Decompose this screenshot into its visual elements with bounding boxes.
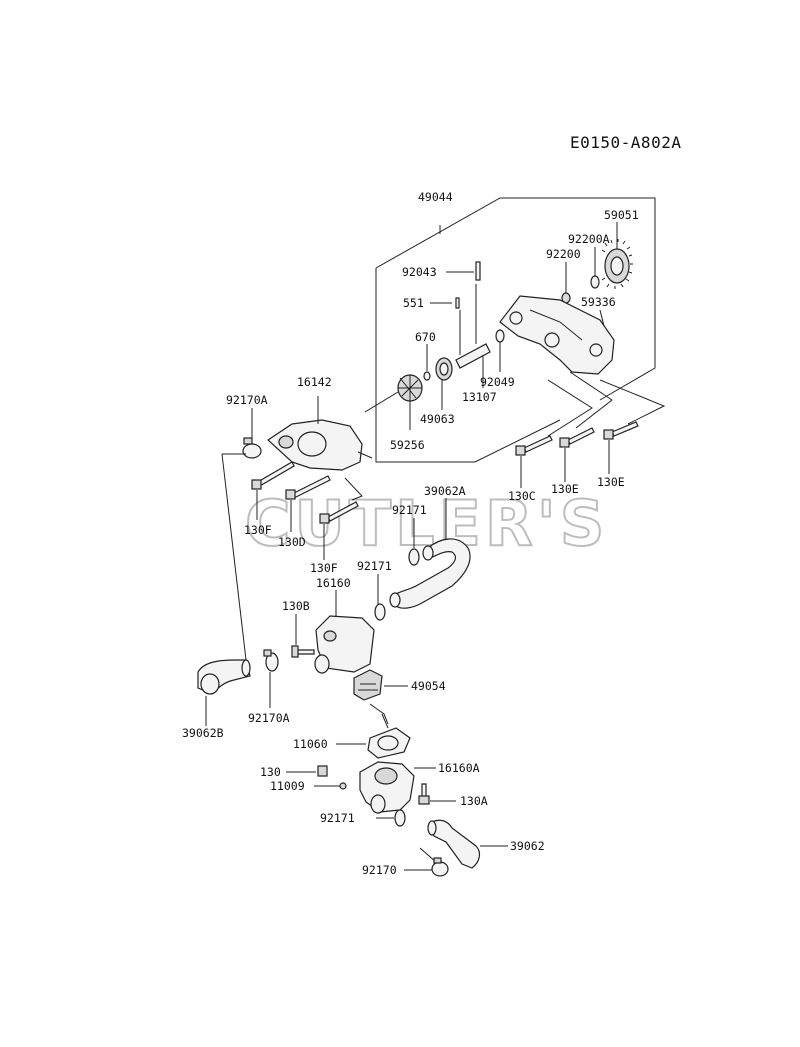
clamp-92170A-top-icon [242, 408, 262, 459]
label-670: 670 [415, 330, 436, 344]
label-92171-2: 92171 [357, 559, 392, 573]
label-59051: 59051 [604, 208, 639, 222]
label-11060: 11060 [293, 737, 328, 751]
washer-92200-icon [561, 262, 571, 304]
clamp-92170A-bottom-icon [263, 649, 279, 708]
clamp-92171-1-icon [408, 518, 420, 566]
label-39062B: 39062B [182, 726, 224, 740]
bolt-130F-2-icon [319, 501, 359, 560]
label-130E-2: 130E [597, 475, 625, 489]
label-130C: 130C [508, 489, 536, 503]
thermostat-49054-icon [353, 669, 408, 725]
label-130D: 130D [278, 535, 306, 549]
label-11009: 11009 [270, 779, 305, 793]
gasket-11060-icon [336, 713, 411, 759]
label-130: 130 [260, 765, 281, 779]
label-92170A-bottom: 92170A [248, 711, 290, 725]
gear-59051-icon [601, 222, 633, 289]
label-92171-3: 92171 [320, 811, 355, 825]
shaft-13107-icon [455, 284, 491, 388]
hose-39062A-icon [389, 498, 471, 609]
label-39062A: 39062A [424, 484, 466, 498]
bolt-130B-icon [291, 614, 315, 658]
label-130A: 130A [460, 794, 488, 808]
label-130F-2: 130F [310, 561, 338, 575]
bolt-130D-icon [285, 475, 331, 532]
label-49054: 49054 [411, 679, 446, 693]
label-16160A: 16160A [438, 761, 480, 775]
label-130F-1: 130F [244, 523, 272, 537]
label-49063: 49063 [420, 412, 455, 426]
label-92170: 92170 [362, 863, 397, 877]
hose-39062-icon [427, 819, 508, 869]
pin-551-icon [430, 297, 460, 309]
bolt-130E-2-icon [603, 421, 639, 474]
diagram-code: E0150-A802A [570, 133, 681, 152]
clamp-92171-3-icon [376, 809, 406, 827]
bolt-130A-icon [418, 783, 456, 805]
clamp-92171-2-icon [374, 574, 386, 621]
thermostat-housing-16160-icon [314, 590, 375, 674]
bolt-130-icon [286, 765, 328, 777]
ring-670-icon [423, 344, 431, 381]
pin-92043-icon [446, 261, 481, 281]
label-49044: 49044 [418, 190, 453, 204]
seal-49063-icon [435, 357, 453, 410]
label-551: 551 [403, 296, 424, 310]
label-39062: 39062 [510, 839, 545, 853]
label-16160: 16160 [316, 576, 351, 590]
bolt-130C-icon [515, 435, 553, 488]
label-92171-1: 92171 [392, 503, 427, 517]
label-92049: 92049 [480, 375, 515, 389]
thermostat-cover-16160A-icon [359, 761, 436, 814]
label-92043: 92043 [402, 265, 437, 279]
label-16142: 16142 [297, 375, 332, 389]
label-130B: 130B [282, 599, 310, 613]
bolt-130E-1-icon [559, 427, 595, 482]
label-92170A-top: 92170A [226, 393, 268, 407]
label-130E-1: 130E [551, 482, 579, 496]
washer-92200A-icon [590, 247, 600, 289]
washer-92049-icon [495, 329, 505, 372]
label-59256: 59256 [390, 438, 425, 452]
plug-11009-icon [314, 782, 347, 790]
pump-body-16142-icon [267, 396, 373, 471]
label-59336: 59336 [581, 295, 616, 309]
part-labels: 49044 59051 92200A 92200 92043 551 59336… [182, 190, 639, 877]
housing-59336-icon [499, 295, 615, 375]
assembly-frame-49044 [375, 197, 656, 463]
label-92200: 92200 [546, 247, 581, 261]
clamp-92170-icon [404, 857, 449, 877]
label-92200A: 92200A [568, 232, 610, 246]
hose-39062B-icon [197, 659, 251, 726]
label-13107: 13107 [462, 390, 497, 404]
impeller-59256-icon [364, 374, 423, 430]
bolt-130F-1-icon [251, 461, 295, 520]
